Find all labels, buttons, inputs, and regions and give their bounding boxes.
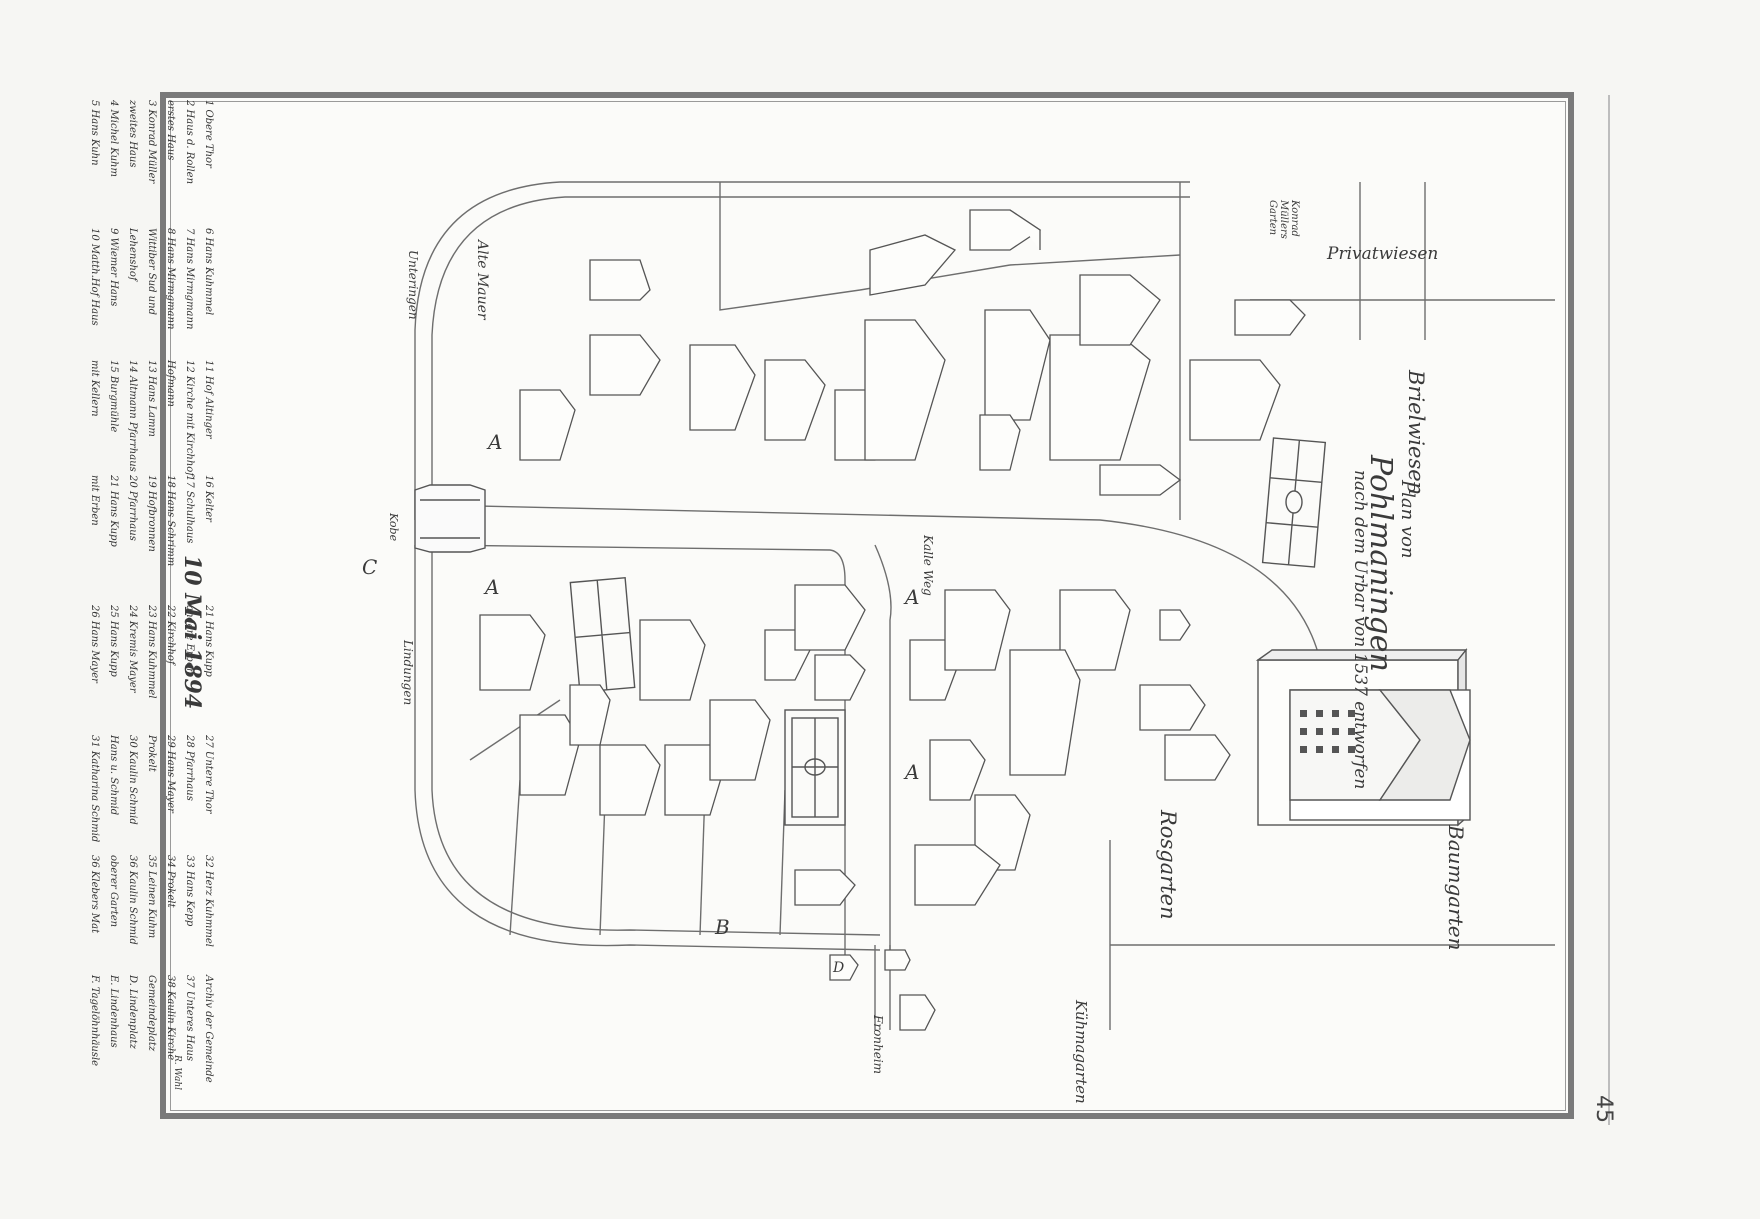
house-6 — [689, 344, 756, 431]
letter-a-3: A — [905, 585, 920, 609]
house-34 — [1139, 684, 1206, 731]
house-40 — [884, 949, 911, 971]
house-14 — [1189, 359, 1281, 441]
letter-c: C — [362, 555, 378, 579]
outer-wall-road-inner — [431, 196, 1190, 520]
signature: R. Wahl — [172, 1055, 182, 1091]
house-16 — [1099, 464, 1182, 496]
upper-gate — [414, 484, 486, 553]
house-19 — [569, 684, 611, 746]
house-29 — [1059, 589, 1131, 671]
house-2 — [869, 234, 957, 296]
lower-wall-road — [414, 545, 881, 951]
house-38 — [829, 954, 859, 981]
house-5 — [519, 389, 576, 461]
castle-building — [1255, 648, 1471, 827]
label-alte-mauer: Alte Mauer — [474, 240, 490, 320]
house-1 — [969, 209, 1042, 251]
house-11 — [979, 414, 1021, 471]
letter-b: B — [715, 915, 730, 939]
house-20 — [599, 744, 661, 816]
label-baumgarten: Baumgarten — [1444, 825, 1468, 951]
label-lindungen: Lindungen — [401, 640, 415, 706]
page-edge — [1608, 95, 1610, 1125]
grid-field — [569, 577, 636, 693]
house-33 — [914, 844, 1001, 906]
label-unteringen: Unteringen — [406, 250, 420, 320]
map-inner-frame — [170, 101, 1566, 1111]
house-9 — [864, 319, 946, 461]
house-13 — [1079, 274, 1161, 346]
letter-a-4: A — [905, 760, 920, 784]
main-road-lower — [431, 544, 846, 960]
house-25 — [794, 584, 866, 651]
letter-a-2: A — [485, 575, 500, 599]
page-number: 45 — [1591, 1095, 1616, 1123]
label-konrad-mollers-garten: Konrad Müllers Garten — [1267, 200, 1300, 239]
label-rosgarten: Rosgarten — [1156, 810, 1180, 920]
castle-windows — [1300, 710, 1355, 753]
courtyard-grid — [1261, 437, 1327, 568]
lower-wall-road-inner — [431, 545, 881, 936]
house-21 — [639, 619, 706, 701]
letter-a-1: A — [488, 430, 503, 454]
house-7 — [764, 359, 826, 441]
letter-d: D — [833, 960, 845, 976]
label-kuhmagarten: Kühmagarten — [1072, 1000, 1090, 1104]
map-date: 10 Mai 1894 — [179, 555, 205, 710]
label-kalle-weg: Kalle Weg — [921, 535, 935, 596]
label-kobe: Kobe — [387, 513, 400, 542]
house-10 — [984, 309, 1051, 421]
kalle-weg-lane — [874, 544, 892, 960]
house-12 — [1049, 334, 1151, 461]
label-brielwiesen: Brielwiesen — [1404, 370, 1428, 496]
house-26 — [814, 654, 866, 701]
house-35 — [1164, 734, 1231, 781]
house-39 — [899, 994, 936, 1031]
house-18 — [519, 714, 581, 796]
square-garden — [784, 709, 846, 826]
label-fronheim: Fronheim — [871, 1015, 885, 1075]
house-15 — [1234, 299, 1306, 336]
house-3 — [589, 259, 651, 301]
outer-wall-road — [414, 181, 1190, 520]
house-31 — [929, 739, 986, 801]
house-17 — [479, 614, 546, 691]
house-30 — [1009, 649, 1081, 776]
label-privatwiesen: Privatwiesen — [1327, 244, 1439, 264]
house-37 — [794, 869, 856, 906]
map-frame — [160, 92, 1574, 1119]
house-28 — [944, 589, 1011, 671]
house-4 — [589, 334, 661, 396]
house-23 — [709, 699, 771, 781]
house-36 — [1159, 609, 1191, 641]
main-road — [431, 504, 1321, 661]
map-title-line3: nach dem Urbar von 1537 entworfen — [1350, 470, 1370, 790]
